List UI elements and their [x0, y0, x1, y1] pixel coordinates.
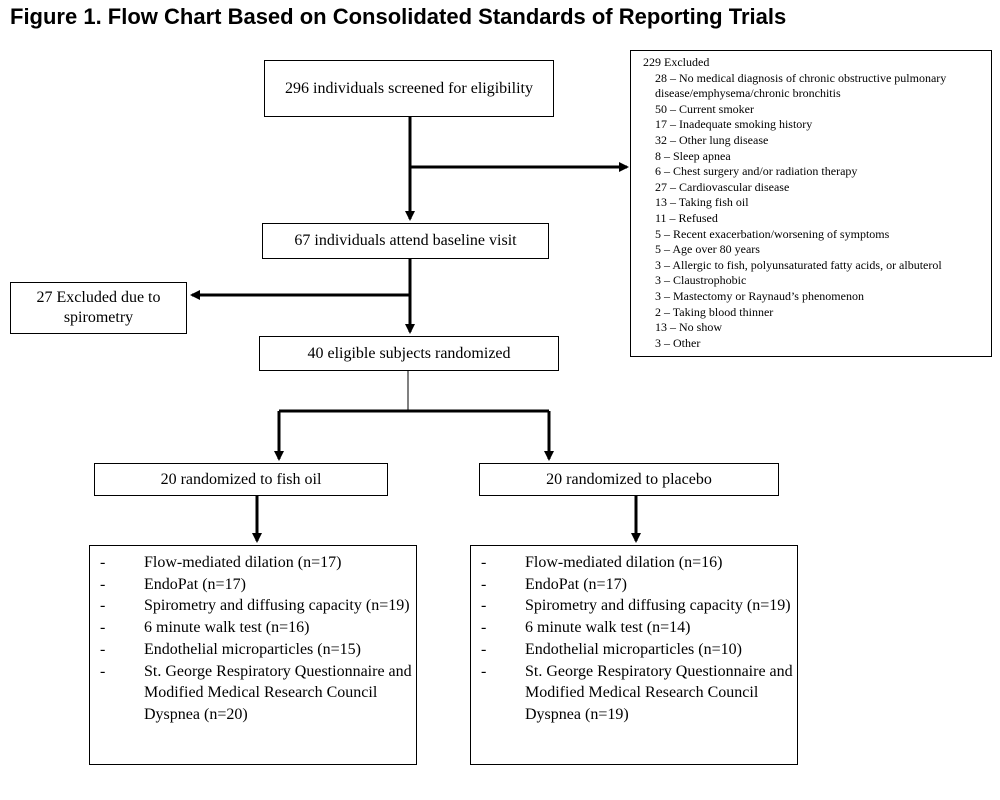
bullet-dash: -	[481, 554, 487, 571]
fish-oil-arm-text: 20 randomized to fish oil	[160, 470, 322, 488]
excluded-reason: 11 – Refused	[655, 210, 718, 225]
bullet-dash: -	[100, 619, 106, 637]
bullet-dash: -	[100, 554, 106, 571]
excluded-reason: 5 – Recent exacerbation/worsening of sym…	[655, 226, 890, 241]
placebo-outcomes-box: - Flow-mediated dilation (n=16) - EndoPat …	[470, 545, 798, 765]
list-item: - EndoPat (n=17)	[481, 574, 793, 596]
excluded-reason: 27 – Cardiovascular disease	[655, 179, 790, 194]
list-item: - Flow-mediated dilation (n=16)	[481, 552, 793, 574]
bullet-dash: -	[481, 619, 487, 637]
excluded-reason: 8 – Sleep apnea	[655, 148, 731, 163]
screened-text: 296 individuals screened for eligibility	[285, 79, 533, 97]
list-item: - Endothelial microparticles (n=15)	[100, 639, 412, 661]
outcome-text: St. George Respiratory Questionnaire and…	[144, 662, 412, 723]
outcome-text: Flow-mediated dilation (n=17)	[144, 554, 342, 571]
excluded-reason: 3 – Mastectomy or Raynaud’s phenomenon	[655, 288, 864, 303]
list-item: - St. George Respiratory Questionnaire an…	[100, 661, 412, 726]
list-item: - Spirometry and diffusing capacity (n=19…	[481, 595, 793, 617]
list-item: - Endothelial microparticles (n=10)	[481, 639, 793, 661]
figure-title: Figure 1. Flow Chart Based on Consolidat…	[10, 4, 787, 29]
outcome-text: Endothelial microparticles (n=15)	[144, 640, 361, 658]
outcome-text: Flow-mediated dilation (n=16)	[525, 554, 723, 571]
fish-oil-arm-box: 20 randomized to fish oil	[94, 463, 388, 496]
outcome-text: 6 minute walk test (n=14)	[525, 619, 691, 637]
excluded-reason: 13 – No show	[655, 320, 723, 335]
excluded-reason: 3 – Other	[655, 335, 701, 350]
randomized-box: 40 eligible subjects randomized	[259, 336, 559, 371]
excluded-header: 229 Excluded	[643, 55, 710, 69]
bullet-dash: -	[481, 575, 487, 593]
excluded-reason: 50 – Current smoker	[655, 101, 754, 116]
list-item: - 6 minute walk test (n=16)	[100, 617, 412, 639]
excluded-reason: 3 – Allergic to fish, polyunsaturated fa…	[655, 257, 942, 272]
placebo-arm-box: 20 randomized to placebo	[479, 463, 779, 496]
excluded-reason: 13 – Taking fish oil	[655, 195, 749, 210]
list-item: - 6 minute walk test (n=14)	[481, 617, 793, 639]
baseline-box: 67 individuals attend baseline visit	[262, 223, 549, 259]
excluded-spirometry-text: 27 Excluded due to spirometry	[36, 289, 161, 326]
list-item: - EndoPat (n=17)	[100, 574, 412, 596]
screened-box: 296 individuals screened for eligibility	[264, 60, 554, 117]
baseline-text: 67 individuals attend baseline visit	[294, 232, 517, 249]
fish-oil-outcomes-box: - Flow-mediated dilation (n=17) - EndoPat …	[89, 545, 417, 765]
placebo-arm-text: 20 randomized to placebo	[546, 470, 712, 488]
excluded-reason: 3 – Claustrophobic	[655, 273, 747, 288]
outcome-text: EndoPat (n=17)	[525, 575, 627, 593]
bullet-dash: -	[100, 597, 106, 615]
bullet-dash: -	[100, 575, 106, 593]
outcome-text: 6 minute walk test (n=16)	[144, 619, 310, 637]
bullet-dash: -	[100, 640, 106, 658]
outcome-text: Endothelial microparticles (n=10)	[525, 640, 742, 658]
excluded-reason: 28 – No medical diagnosis of chronic obs…	[655, 70, 947, 101]
bullet-dash: -	[481, 640, 487, 658]
outcome-text: Spirometry and diffusing capacity (n=19)	[144, 597, 410, 615]
bullet-dash: -	[100, 662, 106, 680]
excluded-reason: 17 – Inadequate smoking history	[655, 117, 813, 132]
outcome-text: EndoPat (n=17)	[144, 575, 246, 593]
outcome-text: St. George Respiratory Questionnaire and…	[525, 662, 793, 723]
outcome-text: Spirometry and diffusing capacity (n=19)	[525, 597, 791, 615]
excluded-reasons-box: 229 Excluded 28 – No medical diagnosis o…	[630, 50, 992, 357]
excluded-reason: 32 – Other lung disease	[655, 132, 769, 147]
list-item: - St. George Respiratory Questionnaire an…	[481, 661, 793, 726]
bullet-dash: -	[481, 662, 487, 680]
excluded-reason: 6 – Chest surgery and/or radiation thera…	[655, 164, 858, 179]
randomized-text: 40 eligible subjects randomized	[307, 344, 511, 362]
excluded-reason: 2 – Taking blood thinner	[655, 304, 774, 319]
list-item: - Flow-mediated dilation (n=17)	[100, 552, 412, 574]
list-item: - Spirometry and diffusing capacity (n=19…	[100, 595, 412, 617]
excluded-spirometry-box: 27 Excluded due to spirometry	[10, 282, 187, 334]
excluded-reason: 5 – Age over 80 years	[655, 242, 760, 257]
bullet-dash: -	[481, 597, 487, 615]
